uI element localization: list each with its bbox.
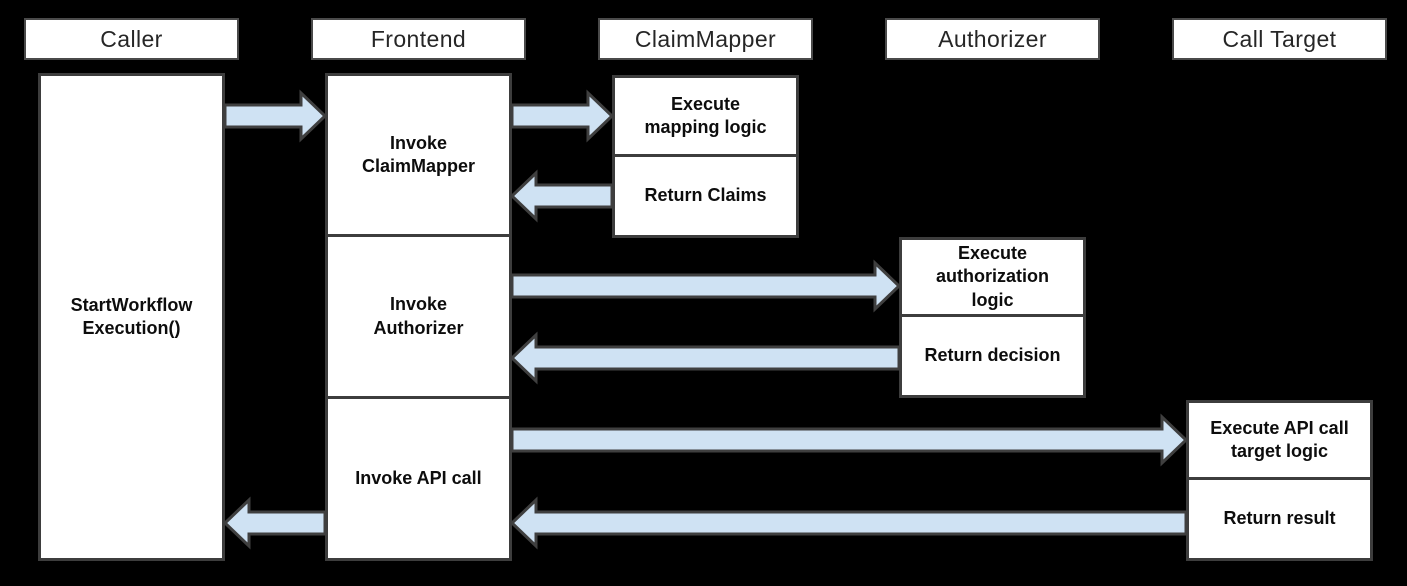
lane-header-label: ClaimMapper xyxy=(634,25,777,52)
box-invoke-claimmapper: Invoke ClaimMapper xyxy=(325,73,512,237)
box-invoke-api-call: Invoke API call xyxy=(325,396,512,561)
arrow-caller-to-frontend xyxy=(223,89,328,143)
box-label: Execute authorization logic xyxy=(936,242,1049,310)
lane-header-label: Frontend xyxy=(370,25,467,52)
box-execute-api-call-target-logic: Execute API call target logic xyxy=(1186,400,1373,480)
arrow-claimmapper-to-frontend xyxy=(509,169,614,223)
lane-header-authorizer: Authorizer xyxy=(885,18,1100,60)
box-label: Invoke API call xyxy=(355,467,482,488)
lane-header-frontend: Frontend xyxy=(311,18,526,60)
arrow-frontend-to-caller xyxy=(222,496,327,550)
box-label: Execute mapping logic xyxy=(644,93,767,137)
box-label: Invoke ClaimMapper xyxy=(361,132,476,176)
lane-header-call-target: Call Target xyxy=(1172,18,1387,60)
box-return-result: Return result xyxy=(1186,477,1373,561)
box-return-decision: Return decision xyxy=(899,314,1086,398)
box-label: Return decision xyxy=(924,345,1061,366)
box-startworkflowexecution: StartWorkflow Execution() xyxy=(38,73,225,561)
box-invoke-authorizer: Invoke Authorizer xyxy=(325,234,512,399)
arrow-frontend-to-claimmapper xyxy=(510,89,615,143)
lane-header-caller: Caller xyxy=(24,18,239,60)
box-return-claims: Return Claims xyxy=(612,154,799,238)
arrow-call-target-to-frontend xyxy=(509,496,1188,550)
box-label: StartWorkflow Execution() xyxy=(70,294,193,338)
arrow-authorizer-to-frontend xyxy=(509,331,901,385)
lane-header-label: Call Target xyxy=(1222,25,1337,52)
box-label: Execute API call target logic xyxy=(1210,417,1349,461)
box-execute-mapping-logic: Execute mapping logic xyxy=(612,75,799,157)
lane-header-claimmapper: ClaimMapper xyxy=(598,18,813,60)
lane-header-label: Caller xyxy=(100,25,163,52)
arrow-frontend-to-call-target xyxy=(510,413,1189,467)
arrow-frontend-to-authorizer xyxy=(510,259,902,313)
box-label: Invoke Authorizer xyxy=(373,294,464,338)
box-execute-authorization-logic: Execute authorization logic xyxy=(899,237,1086,317)
lane-header-label: Authorizer xyxy=(938,25,1047,52)
box-label: Return Claims xyxy=(644,185,767,206)
box-label: Return result xyxy=(1223,508,1336,529)
